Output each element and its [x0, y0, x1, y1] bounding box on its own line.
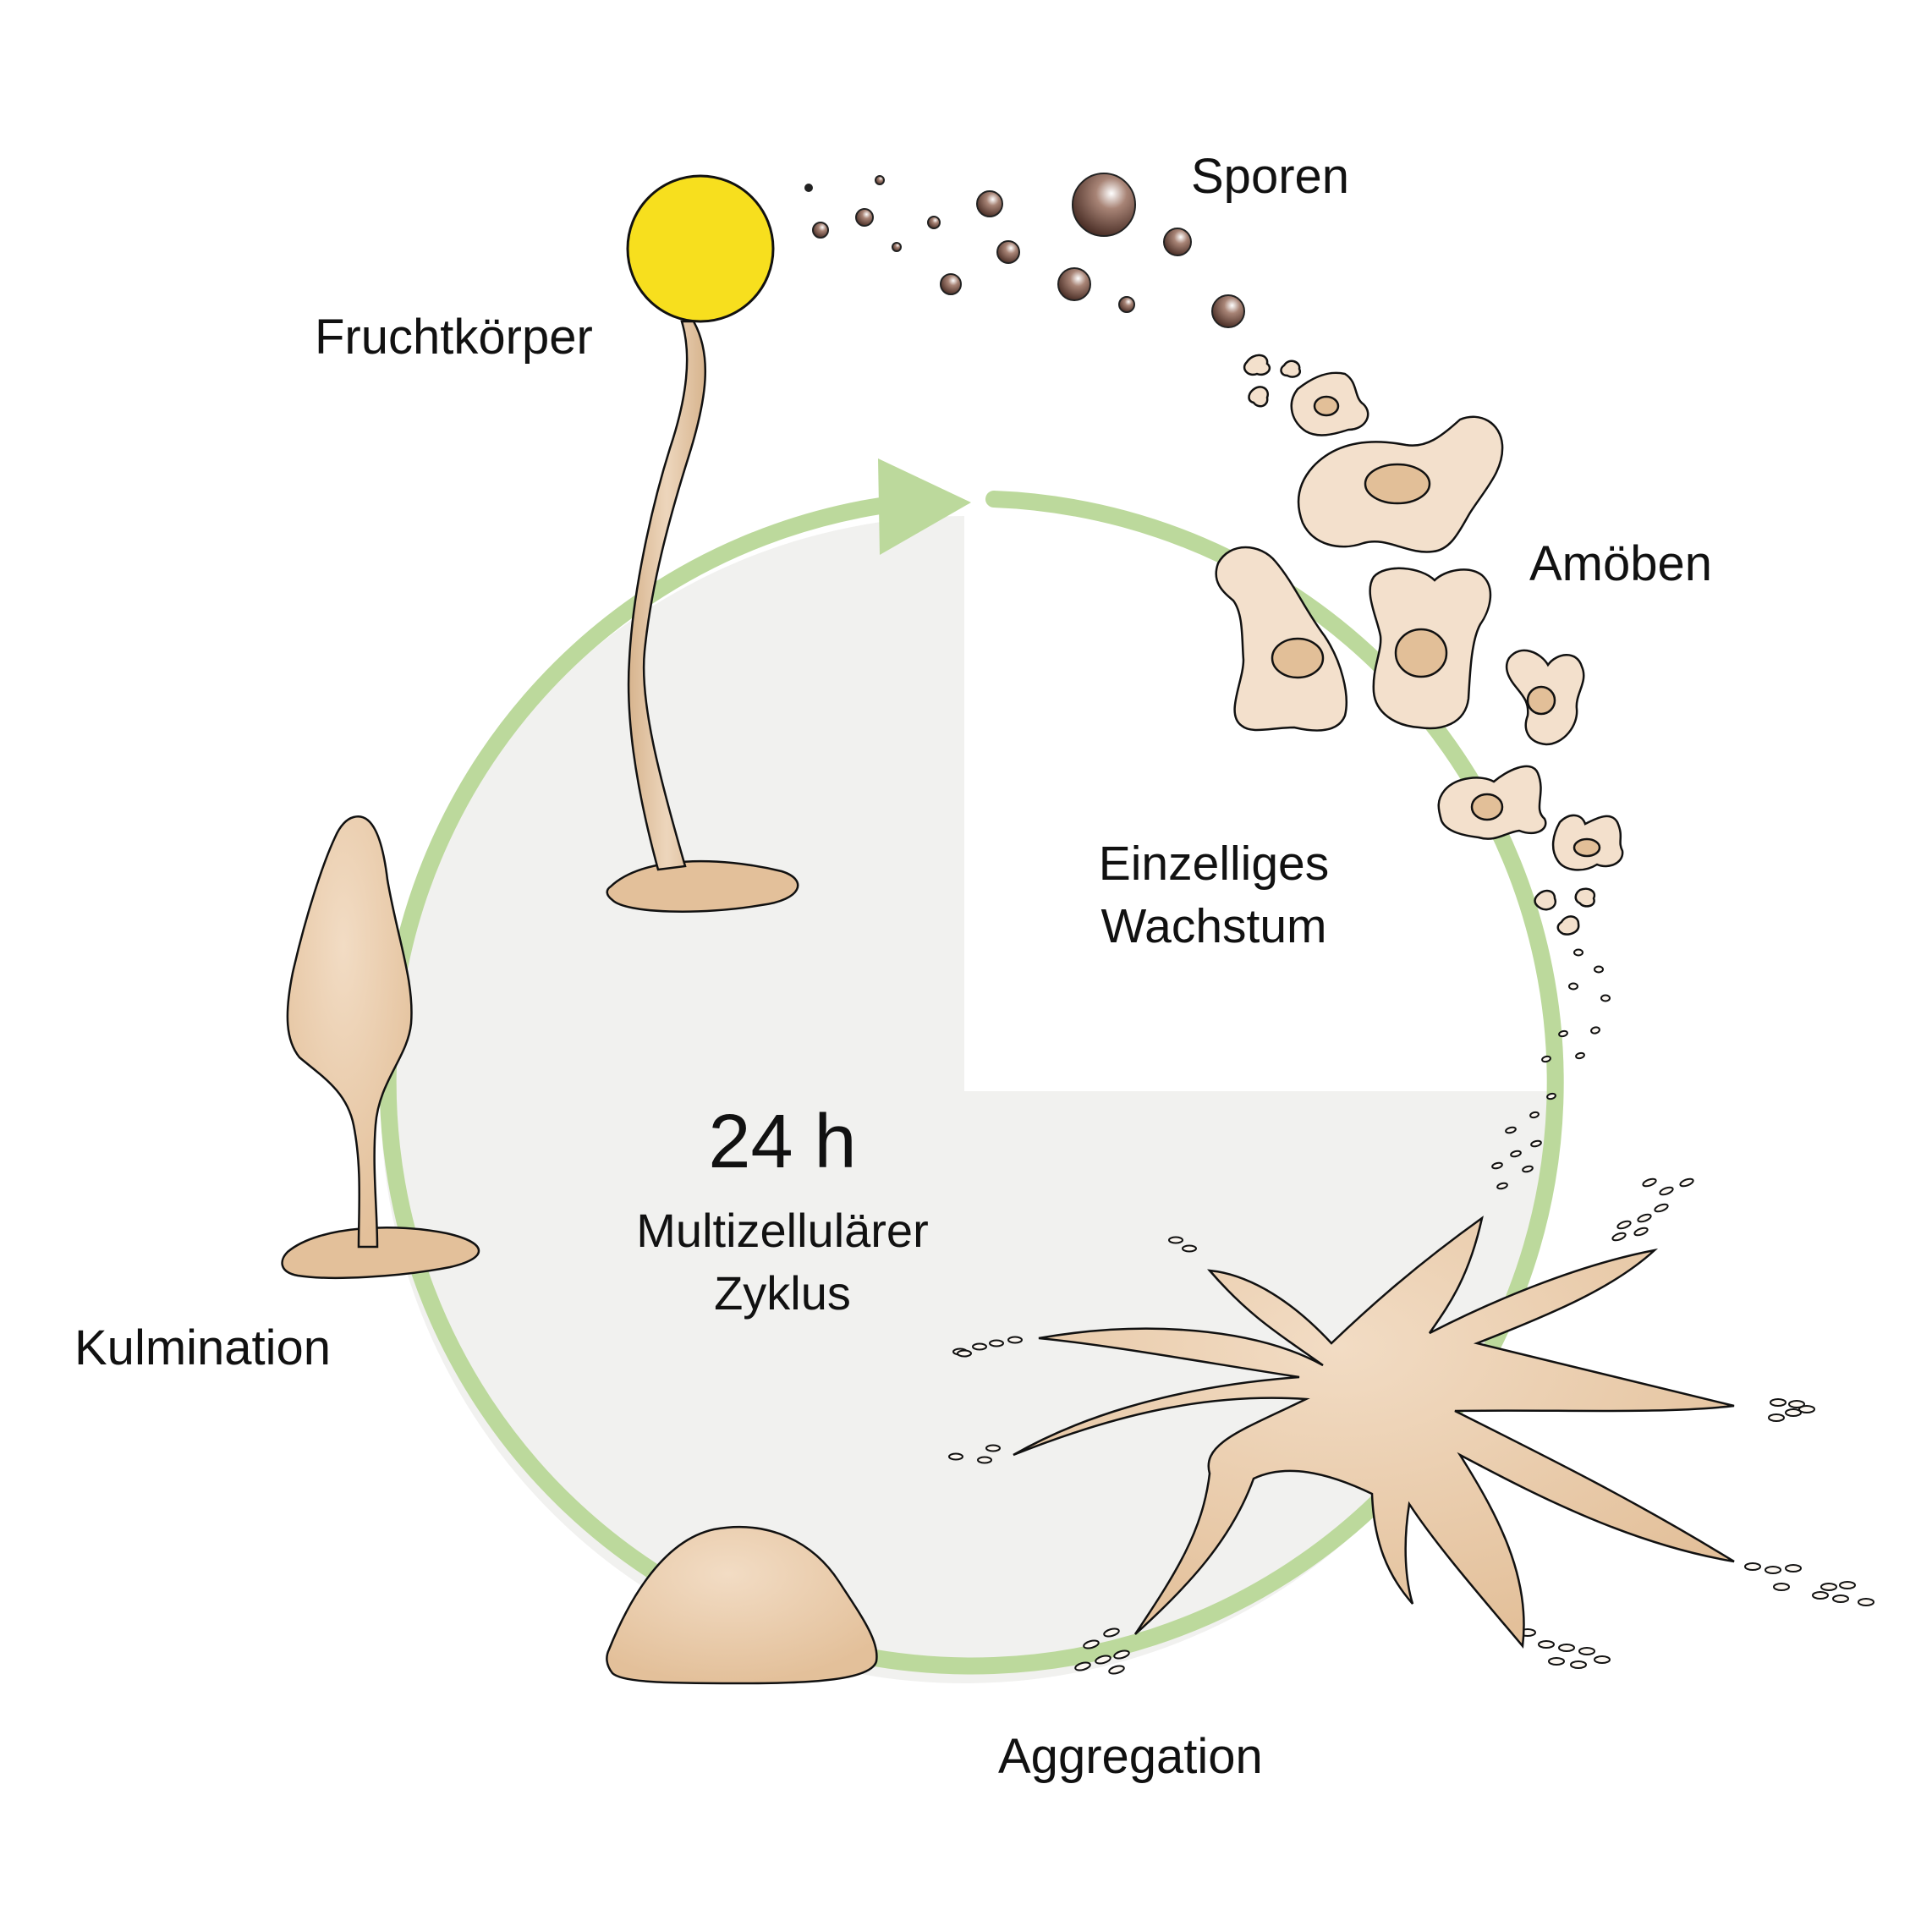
unicellular-growth-line-2: Wachstum: [1100, 899, 1327, 953]
multicellular-cycle-line-1: Multizellulärer: [636, 1204, 929, 1257]
multicellular-cycle-label: Multizellulärer Zyklus: [592, 1199, 973, 1325]
spores: [804, 173, 1245, 328]
multicellular-cycle-line-2: Zyklus: [714, 1266, 851, 1320]
aggregation-label: Aggregation: [998, 1729, 1263, 1784]
fruiting-body-label: Fruchtkörper: [315, 310, 593, 365]
amoebae-label: Amöben: [1529, 536, 1713, 591]
unicellular-growth-label: Einzelliges Wachstum: [1074, 832, 1353, 958]
cell-trails: [948, 948, 1874, 1675]
fruiting-body: [606, 174, 799, 913]
duration-label: 24 h: [708, 1100, 857, 1184]
amoebae: [1215, 354, 1624, 936]
aggregation-stream: [1013, 1216, 1735, 1649]
cycle-arrow-head: [878, 458, 971, 555]
culmination: [281, 815, 480, 1279]
fruiting-head: [626, 174, 775, 323]
unicellular-growth-line-1: Einzelliges: [1098, 837, 1330, 891]
spores-label: Sporen: [1191, 149, 1350, 204]
mound: [606, 1525, 878, 1685]
culmination-label: Kulmination: [74, 1320, 332, 1375]
